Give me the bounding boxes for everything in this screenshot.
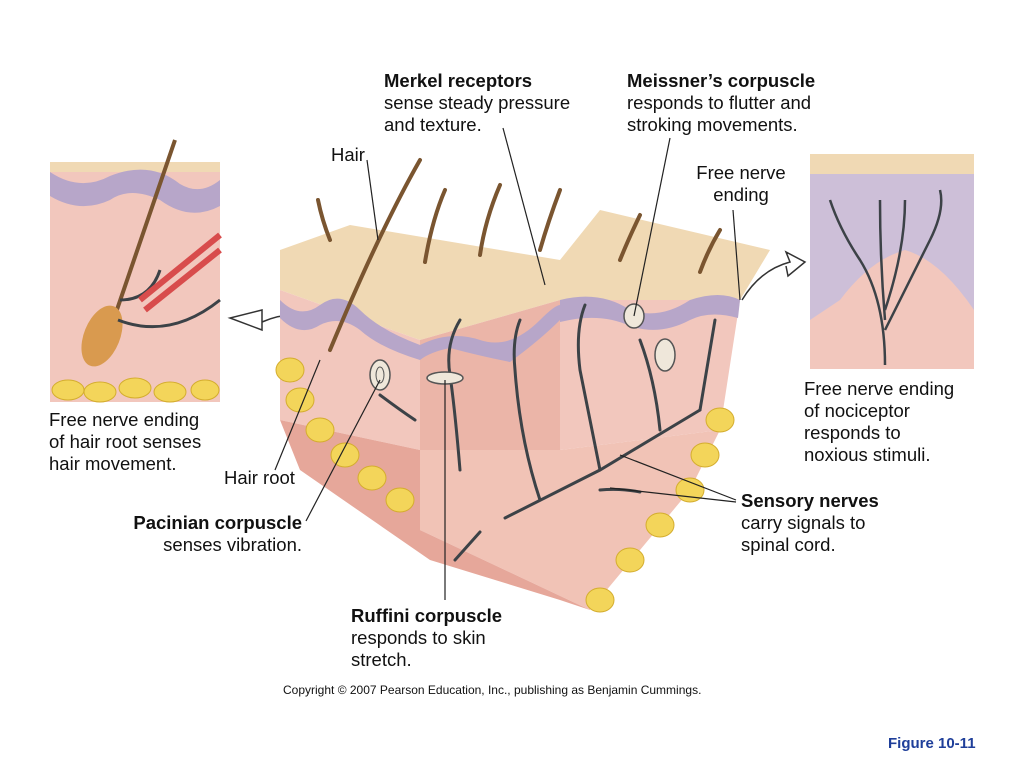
- nociceptor-inset: [810, 154, 974, 369]
- ruffini-line1: responds to skin: [351, 627, 486, 648]
- hair-root-free-nerve-line2: of hair root senses: [49, 431, 202, 452]
- pacinian-line1: senses vibration.: [163, 534, 302, 555]
- nociceptor-line3: responds to: [804, 422, 901, 443]
- nociceptor-label: Free nerve ending of nociceptor responds…: [804, 378, 954, 466]
- free-nerve-ending-line2: ending: [713, 184, 769, 205]
- sensory-nerves-line1: carry signals to: [741, 512, 866, 533]
- meissner-label: Meissner’s corpuscle responds to flutter…: [627, 70, 815, 136]
- hair-root-text: Hair root: [224, 467, 295, 488]
- free-nerve-ending-label: Free nerve ending: [688, 162, 794, 206]
- hairs: [316, 158, 722, 352]
- nociceptor-line4: noxious stimuli.: [804, 444, 931, 465]
- sensory-nerves-title: Sensory nerves: [741, 490, 879, 511]
- sensory-nerves-line2: spinal cord.: [741, 534, 836, 555]
- other-corpuscle-shape: [654, 338, 676, 372]
- hair-root-free-nerve-line3: hair movement.: [49, 453, 177, 474]
- hair-label: Hair: [331, 144, 365, 166]
- figure-label: Figure 10-11: [888, 735, 976, 752]
- free-nerve-ending-line1: Free nerve: [696, 162, 786, 183]
- merkel-line2: and texture.: [384, 114, 482, 135]
- right-arrow: [741, 250, 807, 301]
- hair-follicle-inset: [50, 139, 222, 403]
- ruffini-title: Ruffini corpuscle: [351, 605, 503, 626]
- ruffini-line2: stretch.: [351, 649, 412, 670]
- ruffini-label: Ruffini corpuscle responds to skin stret…: [351, 605, 502, 671]
- merkel-label: Merkel receptors sense steady pressure a…: [384, 70, 570, 136]
- pacinian-label: Pacinian corpuscle senses vibration.: [92, 512, 302, 556]
- meissner-line1: responds to flutter and: [627, 92, 812, 113]
- leader-lines: [274, 127, 741, 600]
- pacinian-corpuscle-shape: [369, 359, 391, 391]
- meissner-line2: stroking movements.: [627, 114, 798, 135]
- hair-text: Hair: [331, 144, 365, 165]
- pacinian-title: Pacinian corpuscle: [133, 512, 302, 533]
- nociceptor-line1: Free nerve ending: [804, 378, 955, 399]
- meissner-title: Meissner’s corpuscle: [627, 70, 816, 91]
- copyright-text: Copyright © 2007 Pearson Education, Inc.…: [283, 683, 702, 697]
- nociceptor-line2: of nociceptor: [804, 400, 910, 421]
- hair-root-free-nerve-line1: Free nerve ending: [49, 409, 200, 430]
- hair-root-free-nerve-label: Free nerve ending of hair root senses ha…: [49, 409, 201, 475]
- hair-root-label: Hair root: [224, 467, 295, 489]
- merkel-line1: sense steady pressure: [384, 92, 571, 113]
- merkel-title: Merkel receptors: [384, 70, 533, 91]
- sensory-nerves-label: Sensory nerves carry signals to spinal c…: [741, 490, 879, 556]
